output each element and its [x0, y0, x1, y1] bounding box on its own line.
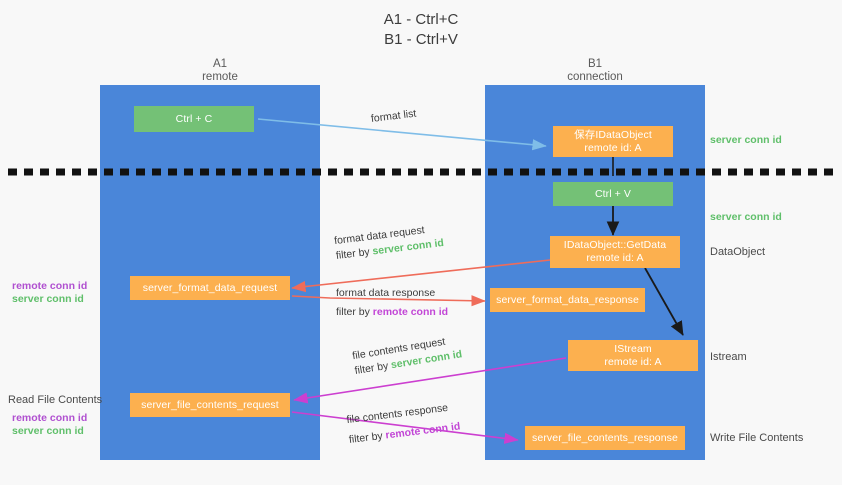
label-read-file-contents: Read File Contents: [8, 394, 103, 406]
label-remote-conn-id-lower: remote conn id: [12, 412, 88, 424]
column-header-left: A1 remote: [130, 58, 310, 84]
column-header-right: B1 connection: [505, 58, 685, 84]
box-server-format-data-request-label: server_format_data_request: [142, 281, 278, 294]
filter-prefix: filter by: [335, 245, 374, 263]
filter-prefix: filter by: [336, 306, 373, 318]
filter-value-remote-conn-id: remote conn id: [372, 306, 449, 318]
annotation-format-data-response: format data response filter by remote co…: [336, 286, 448, 320]
annotation-format-list-text: format list: [370, 107, 417, 126]
box-server-file-contents-response[interactable]: server_file_contents_response: [525, 426, 685, 450]
title-line-2: B1 - Ctrl+V: [384, 31, 458, 48]
box-save-idataobject-line2: remote id: A: [584, 141, 642, 154]
annotation-format-data-request: format data request filter by server con…: [333, 221, 444, 264]
annotation-format-data-response-filter: filter by remote conn id: [336, 305, 448, 320]
box-istream[interactable]: IStream remote id: A: [568, 340, 698, 371]
box-ctrl-c[interactable]: Ctrl + C: [134, 106, 254, 132]
box-ctrl-c-label: Ctrl + C: [175, 112, 213, 125]
page-title: A1 - Ctrl+C B1 - Ctrl+V: [0, 10, 842, 50]
box-server-format-data-request[interactable]: server_format_data_request: [130, 276, 290, 300]
annotation-file-contents-request: file contents request filter by server c…: [351, 332, 463, 379]
box-server-file-contents-response-label: server_file_contents_response: [532, 431, 678, 444]
filter-prefix: filter by: [348, 429, 387, 447]
label-dataobject: DataObject: [710, 246, 766, 258]
column-right-name: B1: [587, 58, 603, 70]
annotation-file-contents-response: file contents response filter by remote …: [346, 400, 461, 448]
label-server-conn-id-top: server conn id: [710, 134, 782, 146]
box-ctrl-v-label: Ctrl + V: [594, 187, 632, 200]
box-server-file-contents-request-label: server_file_contents_request: [141, 398, 279, 411]
box-save-idataobject[interactable]: 保存IDataObject remote id: A: [553, 126, 673, 157]
annotation-format-data-response-line1: format data response: [336, 287, 436, 299]
box-server-format-data-response[interactable]: server_format_data_response: [490, 288, 645, 312]
box-idataobject-getdata-line1: IDataObject::GetData: [563, 239, 667, 251]
label-write-file-contents: Write File Contents: [710, 432, 804, 444]
label-server-conn-id-upper: server conn id: [12, 293, 84, 305]
box-istream-line1: IStream: [614, 342, 652, 355]
box-idataobject-getdata[interactable]: IDataObject::GetData remote id: A: [550, 236, 680, 268]
label-server-conn-id-second: server conn id: [710, 211, 782, 223]
label-server-conn-id-lower: server conn id: [12, 425, 84, 437]
title-line-1: A1 - Ctrl+C: [383, 11, 459, 28]
box-server-file-contents-request[interactable]: server_file_contents_request: [130, 393, 290, 417]
column-right-role: connection: [567, 71, 623, 83]
box-save-idataobject-line1: 保存IDataObject: [574, 128, 652, 141]
label-istream: Istream: [710, 351, 747, 363]
box-idataobject-getdata-line2: remote id: A: [586, 252, 644, 264]
filter-value-remote-conn-id: remote conn id: [384, 420, 461, 442]
box-istream-line2: remote id: A: [604, 355, 662, 368]
annotation-format-list: format list: [370, 107, 417, 127]
box-ctrl-v[interactable]: Ctrl + V: [553, 182, 673, 206]
label-remote-conn-id-upper: remote conn id: [12, 280, 88, 292]
box-server-format-data-response-label: server_format_data_response: [496, 293, 639, 306]
column-left-role: remote: [202, 71, 238, 83]
column-left-name: A1: [212, 58, 228, 70]
